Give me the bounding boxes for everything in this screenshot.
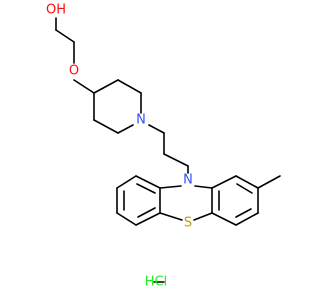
bond-o-c4 xyxy=(73,79,95,94)
bond-rb-2 xyxy=(211,175,237,189)
bond-pip-2 xyxy=(117,79,142,94)
bond-n-right-ring xyxy=(194,185,213,189)
salt-label: HCl xyxy=(145,275,167,290)
bond-lb-5 xyxy=(135,212,161,226)
piperidine-nitrogen-label: N xyxy=(136,113,146,128)
bond-methyl xyxy=(257,175,281,189)
bond-c1-c2 xyxy=(55,29,75,43)
bond-pip-4 xyxy=(117,124,134,134)
bond-pip-1 xyxy=(93,79,119,94)
bond-lb-4 xyxy=(116,212,137,226)
atom-labels: OH O N N S xyxy=(46,3,193,231)
bond-rb-5-inner xyxy=(235,208,252,218)
bond-lb-1 xyxy=(135,175,161,189)
ether-oxygen-label: O xyxy=(69,64,79,79)
hcl-label: HCl xyxy=(145,275,167,290)
bond-rb-3-inner xyxy=(236,183,253,194)
hydroxyl-label: OH xyxy=(46,3,66,18)
bond-rb-6 xyxy=(211,212,237,226)
bond-s-right xyxy=(193,212,213,221)
bond-s-left xyxy=(159,212,183,221)
bond-n-left-ring xyxy=(159,185,182,189)
bond-pip-5 xyxy=(93,119,119,134)
bond-lb-1-inner xyxy=(136,183,156,194)
bond-linker-1 xyxy=(148,124,165,134)
bond-linker-3 xyxy=(163,153,189,167)
bond-rb-5 xyxy=(235,212,259,226)
sulfur-label: S xyxy=(184,216,192,231)
bond-lb-5-inner xyxy=(137,207,156,218)
bond-rb-3 xyxy=(235,175,259,189)
bond-lb-2 xyxy=(116,175,137,189)
bonds xyxy=(55,17,281,283)
phenothiazine-nitrogen-label: N xyxy=(183,173,193,188)
chemical-structure: OH O N N S HCl xyxy=(46,3,281,290)
